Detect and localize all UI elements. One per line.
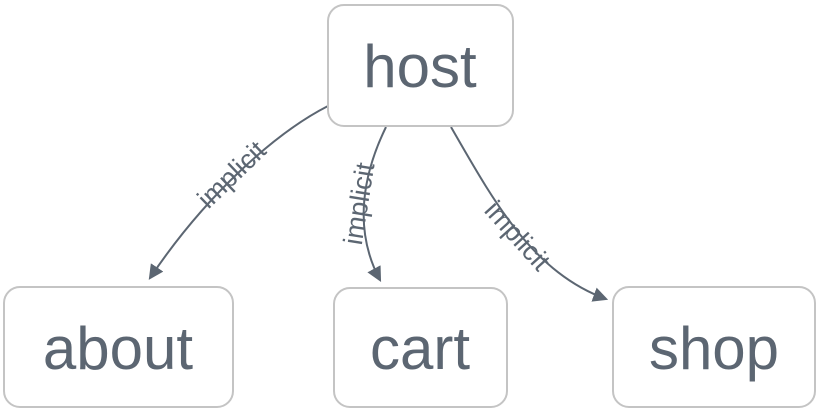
node-host[interactable]: host <box>327 4 514 127</box>
edge-host-about-label: implicit <box>192 135 273 214</box>
edge-host-shop: implicit <box>450 126 609 302</box>
node-about[interactable]: about <box>3 286 234 408</box>
edge-host-shop-label: implicit <box>479 195 557 277</box>
node-host-box <box>327 4 514 127</box>
node-about-box <box>3 286 234 408</box>
edge-host-about: implicit <box>148 105 329 280</box>
node-about-label: about <box>43 315 193 382</box>
node-cart-box <box>333 287 508 408</box>
edge-host-cart: implicit <box>338 126 387 282</box>
node-shop-label: shop <box>649 315 779 382</box>
edge-host-shop-path <box>450 126 609 302</box>
node-cart[interactable]: cart <box>333 287 508 408</box>
edge-host-cart-label: implicit <box>338 160 381 247</box>
node-host-label: host <box>363 33 477 100</box>
node-cart-label: cart <box>370 315 470 382</box>
edge-host-about-path <box>148 105 329 280</box>
edge-host-cart-path <box>362 126 387 282</box>
node-shop[interactable]: shop <box>612 286 816 408</box>
node-shop-box <box>612 286 816 408</box>
